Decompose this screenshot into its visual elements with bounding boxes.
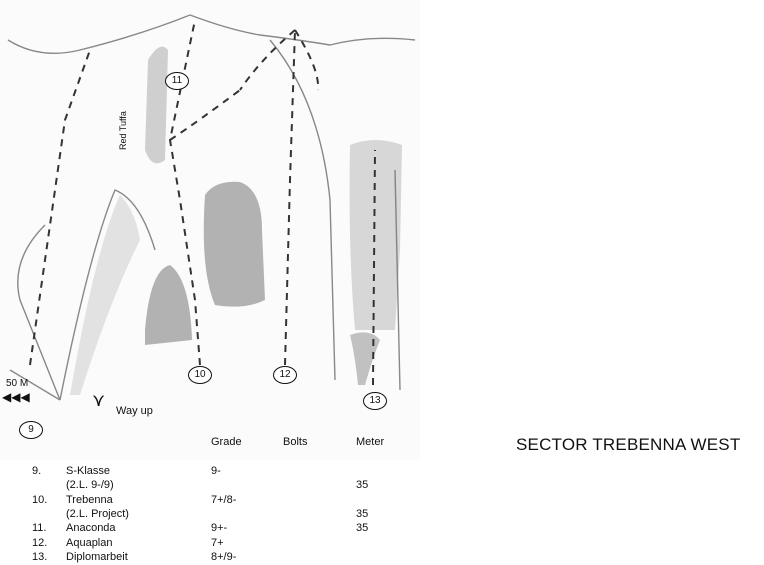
way-up-arrow-icon: ⋎ xyxy=(92,390,106,410)
topo-drawing: Red Tuffa 50 M ◀◀◀ ⋎ Way up 9 10 11 12 1… xyxy=(0,0,420,460)
pillar xyxy=(203,181,265,307)
cell-grade: 8+/9- xyxy=(211,550,237,563)
table-row: 12. Aquaplan 7+ xyxy=(0,537,420,550)
cell-name: Trebenna xyxy=(66,493,113,506)
sector-title: SECTOR TREBENNA WEST xyxy=(516,435,741,454)
cell-num: 13. xyxy=(32,550,48,563)
cell-num: 9. xyxy=(32,465,42,477)
table-row: (2.L. 9-/9) 35 xyxy=(0,479,420,492)
dark-cave xyxy=(145,265,192,345)
table-row: 11. Anaconda 9+- 35 xyxy=(0,522,420,535)
red-tuffa-label: Red Tuffa xyxy=(118,111,128,150)
table-row: (2.L. Project) 35 xyxy=(0,508,420,521)
cell-name: (2.L. 9-/9) xyxy=(66,479,114,492)
cell-name: (2.L. Project) xyxy=(66,507,129,520)
header-grade: Grade xyxy=(211,436,242,448)
scale-arrows-icon: ◀◀◀ xyxy=(2,390,30,404)
cell-meter: 35 xyxy=(356,479,369,492)
route-marker-11: 11 xyxy=(165,72,189,90)
route-marker-12: 12 xyxy=(273,366,297,384)
rock-sketch xyxy=(7,14,416,401)
cell-grade: 7+/8- xyxy=(211,493,237,506)
cell-name: Anaconda xyxy=(66,522,116,535)
table-row: 10. Trebenna 7+/8- xyxy=(0,494,420,507)
header-meter: Meter xyxy=(356,436,385,448)
table-row: 9. S-Klasse 9- xyxy=(0,465,420,478)
cell-grade: 9- xyxy=(211,465,221,477)
cell-meter: 35 xyxy=(356,507,369,520)
cell-name: S-Klasse xyxy=(66,465,111,477)
header-bolts: Bolts xyxy=(283,436,308,448)
cell-name: Aquaplan xyxy=(66,536,113,549)
cell-num: 12. xyxy=(32,536,48,549)
scale-label: 50 M xyxy=(6,378,29,389)
cell-grade: 9+- xyxy=(211,522,228,535)
route-marker-10: 10 xyxy=(188,366,212,384)
route-marker-13: 13 xyxy=(363,392,387,410)
table-row: 13. Diplomarbeit 8+/9- xyxy=(0,551,420,564)
cell-grade: 7+ xyxy=(211,536,224,549)
cell-name: Diplomarbeit xyxy=(66,550,128,563)
cell-num: 11. xyxy=(32,522,47,535)
cell-meter: 35 xyxy=(356,522,369,535)
route-marker-9: 9 xyxy=(19,421,43,439)
way-up-label: Way up xyxy=(116,405,153,417)
cell-num: 10. xyxy=(32,493,48,506)
